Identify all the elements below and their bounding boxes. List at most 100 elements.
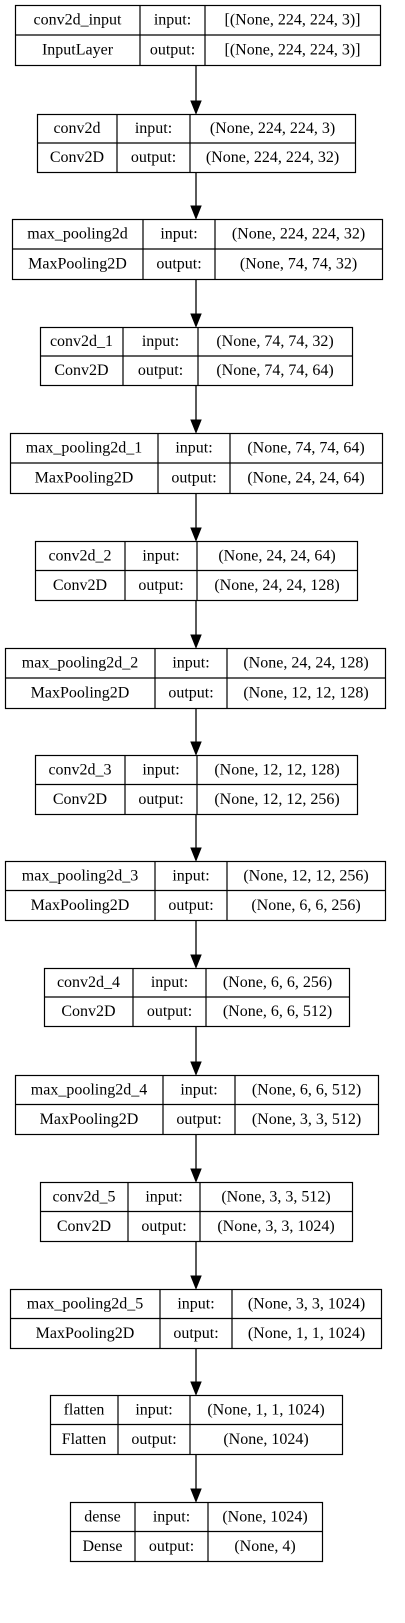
output-shape: (None, 4) xyxy=(234,1538,295,1555)
edge-arrow xyxy=(190,1135,202,1183)
output-shape: (None, 24, 24, 128) xyxy=(214,577,339,594)
input-label: input: xyxy=(175,440,212,457)
layer-name: dense xyxy=(84,1508,120,1525)
input-label: input: xyxy=(142,761,179,778)
layer-name: conv2d xyxy=(53,120,100,137)
input-label: input: xyxy=(153,1508,190,1525)
layer-type: MaxPooling2D xyxy=(35,470,134,487)
output-shape: (None, 3, 3, 1024) xyxy=(217,1218,334,1235)
input-label: input: xyxy=(154,12,191,29)
output-label: output: xyxy=(176,1111,221,1128)
input-shape: (None, 1024) xyxy=(222,1508,307,1525)
edges xyxy=(190,66,202,1503)
layer-name: conv2d_1 xyxy=(50,333,113,350)
input-shape: (None, 24, 24, 128) xyxy=(243,655,368,672)
output-label: output: xyxy=(138,791,183,808)
input-label: input: xyxy=(172,655,209,672)
layer-type: MaxPooling2D xyxy=(40,1111,139,1128)
layer-type: Conv2D xyxy=(53,791,107,808)
edge-arrow xyxy=(190,494,202,542)
edge-arrow xyxy=(190,66,202,115)
layer-type: Conv2D xyxy=(61,1003,115,1020)
edge-arrow xyxy=(190,921,202,969)
output-shape: (None, 24, 24, 64) xyxy=(247,470,364,487)
input-shape: (None, 74, 74, 64) xyxy=(247,440,364,457)
layer-name: conv2d_input xyxy=(34,12,123,29)
input-label: input: xyxy=(135,120,172,137)
edge-arrow xyxy=(190,1242,202,1290)
output-shape: (None, 74, 74, 64) xyxy=(216,362,333,379)
layer-type: InputLayer xyxy=(42,42,114,59)
input-shape: (None, 224, 224, 32) xyxy=(232,226,365,243)
layer-node-max_pooling2d_2: max_pooling2d_2MaxPooling2Dinput:output:… xyxy=(4,647,387,710)
input-shape: (None, 12, 12, 128) xyxy=(214,761,339,778)
input-label: input: xyxy=(145,1188,182,1205)
layer-name: max_pooling2d_5 xyxy=(27,1295,143,1312)
layer-name: flatten xyxy=(64,1401,105,1418)
input-label: input: xyxy=(135,1401,172,1418)
edge-arrow xyxy=(190,601,202,649)
layer-name: max_pooling2d_3 xyxy=(22,867,138,884)
input-label: input: xyxy=(177,1295,214,1312)
input-label: input: xyxy=(142,333,179,350)
output-label: output: xyxy=(131,1431,176,1448)
layer-type: Conv2D xyxy=(53,577,107,594)
layer-name: max_pooling2d_2 xyxy=(22,655,138,672)
output-label: output: xyxy=(168,685,213,702)
layer-type: MaxPooling2D xyxy=(28,256,127,273)
output-shape: (None, 12, 12, 256) xyxy=(214,791,339,808)
layer-type: Conv2D xyxy=(57,1218,111,1235)
edge-arrow xyxy=(190,1349,202,1396)
input-shape: (None, 12, 12, 256) xyxy=(243,867,368,884)
output-shape: (None, 6, 6, 512) xyxy=(223,1003,332,1020)
input-shape: (None, 224, 224, 3) xyxy=(210,120,335,137)
layer-name: conv2d_2 xyxy=(48,547,111,564)
output-label: output: xyxy=(156,256,201,273)
layer-name: max_pooling2d_4 xyxy=(31,1081,147,1098)
output-shape: (None, 224, 224, 32) xyxy=(206,149,339,166)
output-label: output: xyxy=(150,42,195,59)
output-label: output: xyxy=(138,577,183,594)
input-shape: (None, 1, 1, 1024) xyxy=(207,1401,324,1418)
input-shape: (None, 6, 6, 512) xyxy=(252,1081,361,1098)
input-label: input: xyxy=(180,1081,217,1098)
input-shape: (None, 74, 74, 32) xyxy=(216,333,333,350)
output-shape: (None, 1, 1, 1024) xyxy=(248,1325,365,1342)
layer-type: Conv2D xyxy=(50,149,104,166)
layer-node-max_pooling2d_1: max_pooling2d_1MaxPooling2Dinput:output:… xyxy=(9,432,384,495)
output-shape: (None, 3, 3, 512) xyxy=(252,1111,361,1128)
layer-type: Dense xyxy=(83,1538,123,1555)
output-label: output: xyxy=(149,1538,194,1555)
output-label: output: xyxy=(173,1325,218,1342)
input-label: input: xyxy=(151,974,188,991)
output-shape: [(None, 224, 224, 3)] xyxy=(225,42,361,59)
edge-arrow xyxy=(190,709,202,756)
input-label: input: xyxy=(142,547,179,564)
edge-arrow xyxy=(190,386,202,434)
output-shape: (None, 74, 74, 32) xyxy=(240,256,357,273)
layer-name: conv2d_5 xyxy=(52,1188,115,1205)
output-shape: (None, 6, 6, 256) xyxy=(251,897,360,914)
output-shape: (None, 12, 12, 128) xyxy=(243,685,368,702)
output-label: output: xyxy=(171,470,216,487)
output-shape: (None, 1024) xyxy=(223,1431,308,1448)
layer-type: Flatten xyxy=(62,1431,106,1448)
layer-type: MaxPooling2D xyxy=(31,897,130,914)
layer-type: MaxPooling2D xyxy=(36,1325,135,1342)
input-label: input: xyxy=(172,867,209,884)
output-label: output: xyxy=(168,897,213,914)
layer-name: conv2d_3 xyxy=(48,761,111,778)
output-label: output: xyxy=(131,149,176,166)
input-shape: (None, 3, 3, 512) xyxy=(221,1188,330,1205)
